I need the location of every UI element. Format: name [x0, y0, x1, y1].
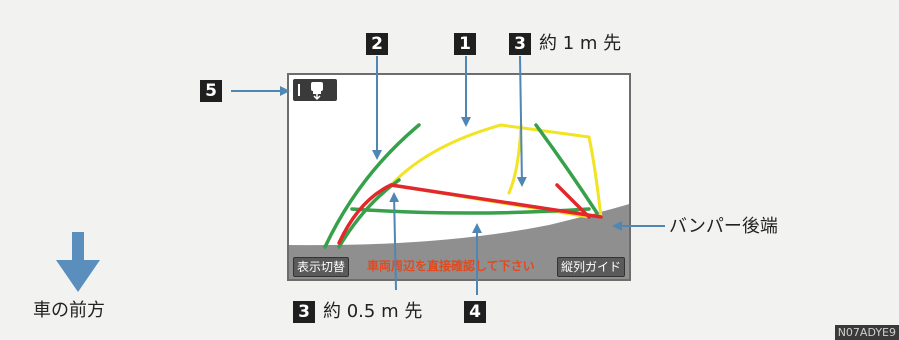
guide-lines-svg: [289, 123, 629, 279]
red-guide-lines: [337, 183, 603, 245]
marker-4: 4: [464, 301, 486, 323]
display-switch-button[interactable]: 表示切替: [293, 257, 350, 277]
bumper-area: [289, 204, 629, 279]
marker-1: 1: [454, 33, 476, 55]
callout-arrow-3-top: [516, 55, 527, 187]
parallel-guide-button[interactable]: 縦列ガイド: [556, 257, 625, 277]
bumper-label: バンパー後端: [669, 216, 778, 237]
forward-label: 車の前方: [33, 300, 105, 321]
marker-2: 2: [366, 33, 388, 55]
distance-label-1m: 約 1 m 先: [539, 33, 622, 54]
distance-label-05m: 約 0.5 m 先: [323, 301, 423, 322]
camera-screen: 表示切替 車両周辺を直接確認して下さい 縦列ガイド: [287, 73, 631, 281]
forward-arrow-icon: [56, 232, 100, 292]
warning-message: 車両周辺を直接確認して下さい: [367, 259, 535, 273]
marker-3-bottom: 3: [293, 301, 315, 323]
camera-view-icon: [293, 79, 337, 101]
marker-5: 5: [200, 80, 222, 102]
callout-arrow-3-bottom: [389, 192, 400, 291]
marker-3-top: 3: [509, 33, 531, 55]
figure-code: N07ADYE9: [834, 325, 899, 340]
